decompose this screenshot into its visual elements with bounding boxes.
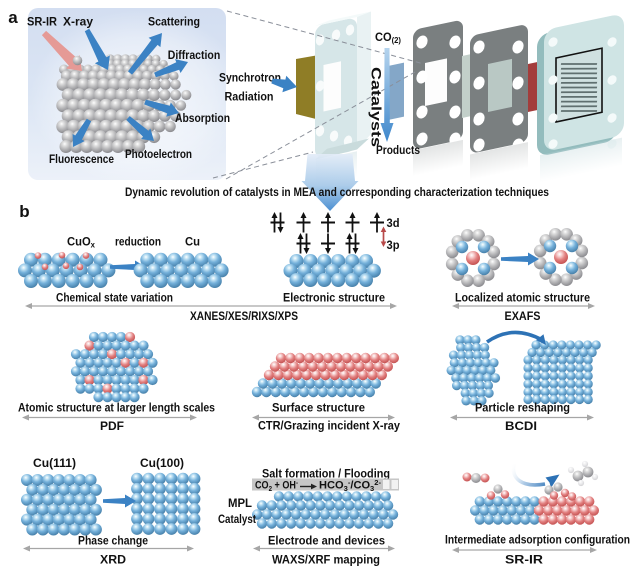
svg-text:3d: 3d [387, 216, 400, 230]
svg-text:Salt formation / Flooding: Salt formation / Flooding [262, 467, 390, 481]
svg-text:Intermediate adsorption config: Intermediate adsorption configuration [445, 533, 630, 547]
svg-text:CuOx: CuOx [67, 235, 95, 250]
svg-text:X-ray: X-ray [63, 17, 94, 29]
svg-text:XRD: XRD [100, 553, 126, 567]
svg-text:Products: Products [376, 143, 420, 157]
svg-text:Particle reshaping: Particle reshaping [475, 401, 570, 415]
svg-text:Cu: Cu [185, 235, 200, 249]
svg-text:HCO3-/CO32-: HCO3-/CO32- [319, 478, 382, 493]
svg-text:Absorption: Absorption [175, 111, 230, 125]
svg-text:3p: 3p [387, 238, 400, 252]
svg-text:Fluorescence: Fluorescence [49, 152, 114, 166]
svg-text:Cu(111): Cu(111) [33, 456, 76, 470]
svg-text:Scattering: Scattering [148, 15, 200, 29]
svg-text:reduction: reduction [115, 235, 161, 249]
svg-text:Diffraction: Diffraction [168, 48, 221, 62]
svg-text:a: a [8, 8, 18, 27]
svg-text:BCDI: BCDI [505, 419, 537, 433]
svg-text:Synchrotron: Synchrotron [219, 71, 281, 85]
svg-text:Dynamic revolution of catalyst: Dynamic revolution of catalysts in MEA a… [125, 185, 549, 199]
svg-text:XANES/XES/RIXS/XPS: XANES/XES/RIXS/XPS [190, 309, 298, 323]
svg-text:Electronic structure: Electronic structure [283, 291, 385, 305]
svg-text:Localized atomic structure: Localized atomic structure [455, 291, 590, 305]
svg-text:Radiation: Radiation [225, 90, 274, 104]
svg-text:Surface structure: Surface structure [272, 401, 365, 415]
svg-text:SR-IR: SR-IR [505, 553, 543, 567]
svg-text:Catalyst: Catalyst [218, 512, 256, 526]
svg-text:WAXS/XRF mapping: WAXS/XRF mapping [272, 553, 380, 567]
svg-text:PDF: PDF [100, 419, 124, 433]
svg-text:Atomic structure at larger len: Atomic structure at larger length scales [18, 401, 215, 415]
svg-text:CO(2): CO(2) [375, 32, 401, 45]
svg-text:CTR/Grazing incident X-ray: CTR/Grazing incident X-ray [258, 419, 400, 433]
svg-text:Phase change: Phase change [78, 534, 148, 548]
svg-text:Photoelectron: Photoelectron [125, 147, 192, 161]
svg-text:Electrode and devices: Electrode and devices [268, 534, 385, 548]
svg-text:CO2 + OH-: CO2 + OH- [255, 478, 298, 493]
svg-text:Chemical state variation: Chemical state variation [56, 291, 173, 305]
svg-text:Catalysts: Catalysts [369, 67, 385, 147]
svg-text:SR-IR: SR-IR [27, 17, 58, 29]
svg-text:MPL: MPL [228, 496, 252, 510]
svg-text:EXAFS: EXAFS [505, 309, 541, 323]
svg-text:b: b [19, 202, 29, 221]
svg-text:Cu(100): Cu(100) [140, 456, 184, 470]
